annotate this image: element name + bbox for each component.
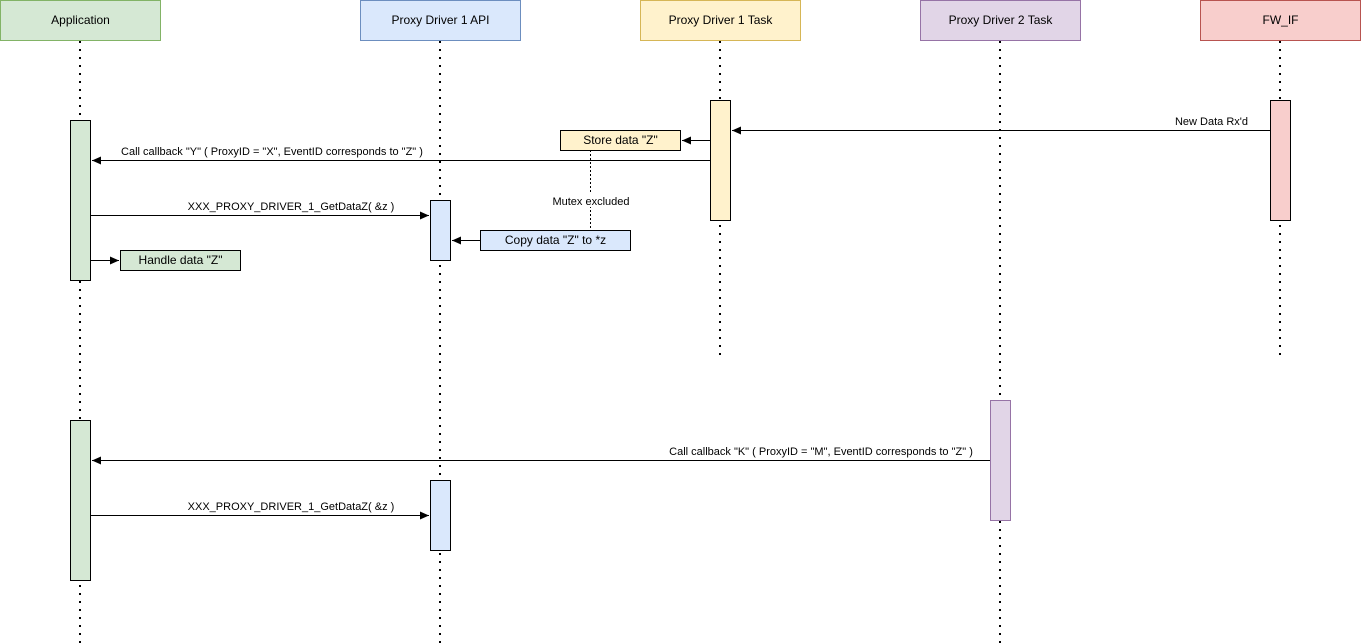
message-callback-k: Call callback "K" ( ProxyID = "M", Event… bbox=[669, 446, 973, 458]
participant-proxy-task1-label: Proxy Driver 1 Task bbox=[669, 13, 774, 27]
participant-fw-if[interactable]: FW_IF bbox=[1200, 0, 1361, 41]
activation-application-2[interactable] bbox=[70, 420, 91, 581]
note-copy-data-label: Copy data "Z" to *z bbox=[505, 233, 606, 247]
activation-proxy-task2[interactable] bbox=[990, 400, 1011, 521]
note-copy-data[interactable]: Copy data "Z" to *z bbox=[480, 230, 631, 251]
message-callback-y: Call callback "Y" ( ProxyID = "X", Event… bbox=[121, 146, 423, 158]
activation-proxy-api-2[interactable] bbox=[430, 480, 451, 551]
activation-fw-if[interactable] bbox=[1270, 100, 1291, 221]
participant-proxy-api[interactable]: Proxy Driver 1 API bbox=[360, 0, 521, 41]
participant-fw-if-label: FW_IF bbox=[1263, 13, 1299, 27]
mutex-label: Mutex excluded bbox=[552, 196, 629, 208]
participant-proxy-task2-label: Proxy Driver 2 Task bbox=[949, 13, 1054, 27]
note-store-data[interactable]: Store data "Z" bbox=[560, 130, 681, 151]
activation-application-1[interactable] bbox=[70, 120, 91, 281]
note-store-data-label: Store data "Z" bbox=[583, 133, 658, 147]
activation-proxy-task1[interactable] bbox=[710, 100, 731, 221]
participant-proxy-task1[interactable]: Proxy Driver 1 Task bbox=[640, 0, 801, 41]
note-handle-data-label: Handle data "Z" bbox=[139, 253, 223, 267]
activation-proxy-api-1[interactable] bbox=[430, 200, 451, 261]
lifelines bbox=[79, 41, 1281, 643]
participant-proxy-api-label: Proxy Driver 1 API bbox=[391, 13, 489, 27]
message-new-data: New Data Rx'd bbox=[1175, 116, 1248, 128]
participant-proxy-task2[interactable]: Proxy Driver 2 Task bbox=[920, 0, 1081, 41]
message-get-data-1: XXX_PROXY_DRIVER_1_GetDataZ( &z ) bbox=[188, 201, 395, 213]
message-get-data-2: XXX_PROXY_DRIVER_1_GetDataZ( &z ) bbox=[188, 501, 395, 513]
participant-application-label: Application bbox=[51, 13, 110, 27]
participant-application[interactable]: Application bbox=[0, 0, 161, 41]
note-handle-data[interactable]: Handle data "Z" bbox=[120, 250, 241, 271]
